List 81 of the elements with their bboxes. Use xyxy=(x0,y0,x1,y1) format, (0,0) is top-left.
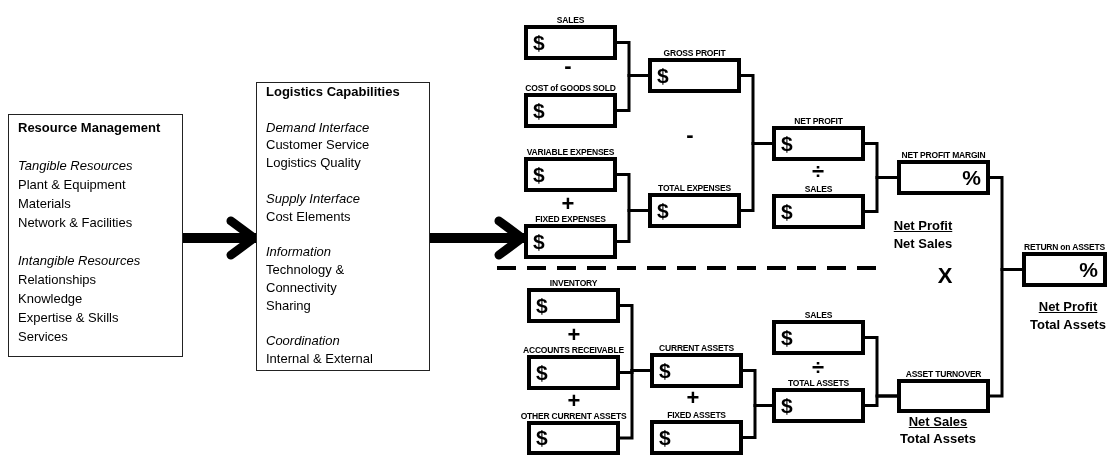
list-item: Sharing xyxy=(266,296,311,315)
fraction-denominator: Net Sales xyxy=(893,236,953,252)
currency-sign: $ xyxy=(533,229,545,254)
box-heading: FIXED ASSETS xyxy=(667,410,726,420)
connector-line xyxy=(865,176,897,213)
currency-sign: $ xyxy=(536,426,548,450)
currency-sign: $ xyxy=(659,358,671,383)
fraction-numerator: Net Profit xyxy=(1038,299,1098,315)
box-heading: CURRENT ASSETS xyxy=(659,343,734,353)
currency-sign: $ xyxy=(536,293,548,318)
section-heading: Information xyxy=(266,243,332,261)
box-heading: TOTAL EXPENSES xyxy=(658,183,731,193)
currency-sign: $ xyxy=(781,199,793,224)
box-heading: VARIABLE EXPENSES xyxy=(526,147,615,157)
box-heading: COST of GOODS SOLD xyxy=(525,83,616,93)
box-heading: ACCOUNTS RECEIVABLE xyxy=(523,345,624,355)
fraction-numerator: Net Profit xyxy=(893,218,953,234)
connector-line xyxy=(990,268,1022,398)
list-item: Services xyxy=(18,328,68,346)
operator-sign: + xyxy=(567,392,581,410)
text-box xyxy=(256,82,430,371)
connector-line xyxy=(620,369,650,440)
percent-sign: % xyxy=(962,165,981,190)
box-heading: SALES xyxy=(804,310,833,320)
connector-line xyxy=(617,74,648,112)
box-heading: Logistics Capabilities xyxy=(266,83,400,101)
box-heading: TOTAL ASSETS xyxy=(788,378,849,388)
list-item: Materials xyxy=(18,195,71,213)
operator-sign: + xyxy=(561,195,575,213)
operator-sign: + xyxy=(567,326,581,344)
list-item: Network & Facilities xyxy=(18,214,133,232)
percent-sign: % xyxy=(1079,257,1098,282)
list-item: Internal & External xyxy=(266,349,373,368)
connector-line xyxy=(741,142,772,212)
currency-sign: $ xyxy=(533,162,545,187)
list-item: Cost Elements xyxy=(266,207,351,226)
box-heading: SALES xyxy=(804,184,833,194)
currency-sign: $ xyxy=(781,131,793,156)
section-heading: Coordination xyxy=(266,332,340,350)
currency-sign: $ xyxy=(536,360,548,385)
box-heading: SALES xyxy=(556,15,585,25)
box-heading: GROSS PROFIT xyxy=(663,48,726,58)
currency-sign: $ xyxy=(781,393,793,418)
operator-sign: - xyxy=(564,57,572,75)
list-item: Plant & Equipment xyxy=(18,176,126,194)
currency-sign: $ xyxy=(533,30,545,55)
operator-sign: ÷ xyxy=(811,359,825,377)
currency-sign: $ xyxy=(659,425,671,450)
currency-sign: $ xyxy=(533,98,545,123)
section-heading: Demand Interface xyxy=(266,118,370,137)
list-item: Knowledge xyxy=(18,290,83,308)
operator-sign: + xyxy=(686,389,700,407)
box-heading: INVENTORY xyxy=(549,278,598,288)
box-heading: ASSET TURNOVER xyxy=(905,369,982,379)
list-item: Technology & Connectivity xyxy=(266,260,346,297)
box-heading: Resource Management xyxy=(18,119,161,137)
section-heading: Supply Interface xyxy=(266,189,360,208)
text-box xyxy=(8,114,183,357)
box-heading: FIXED EXPENSES xyxy=(535,214,606,224)
box-heading: NET PROFIT MARGIN xyxy=(901,150,986,160)
operator-sign: X xyxy=(937,265,953,287)
list-item: Logistics Quality xyxy=(266,154,361,172)
box-heading: NET PROFIT xyxy=(794,116,843,126)
list-item: Relationships xyxy=(18,271,97,289)
operator-sign: - xyxy=(686,126,694,144)
list-item: Customer Service xyxy=(266,136,370,155)
currency-sign: $ xyxy=(657,198,669,223)
operator-sign: ÷ xyxy=(811,163,825,181)
box-heading: RETURN on ASSETS xyxy=(1024,242,1105,252)
list-item: Expertise & Skills xyxy=(18,309,119,327)
section-heading: Intangible Resources xyxy=(18,252,141,270)
connector-line xyxy=(743,404,772,439)
fraction-denominator: Total Assets xyxy=(900,431,976,447)
fraction-denominator: Total Assets xyxy=(1030,317,1106,333)
currency-sign: $ xyxy=(657,63,669,88)
connector-line xyxy=(617,209,648,243)
box-heading: OTHER CURRENT ASSETS xyxy=(520,411,627,421)
currency-sign: $ xyxy=(781,325,793,350)
section-heading: Tangible Resources xyxy=(18,157,133,175)
fraction-numerator: Net Sales xyxy=(908,414,968,430)
connector-line xyxy=(865,394,897,407)
